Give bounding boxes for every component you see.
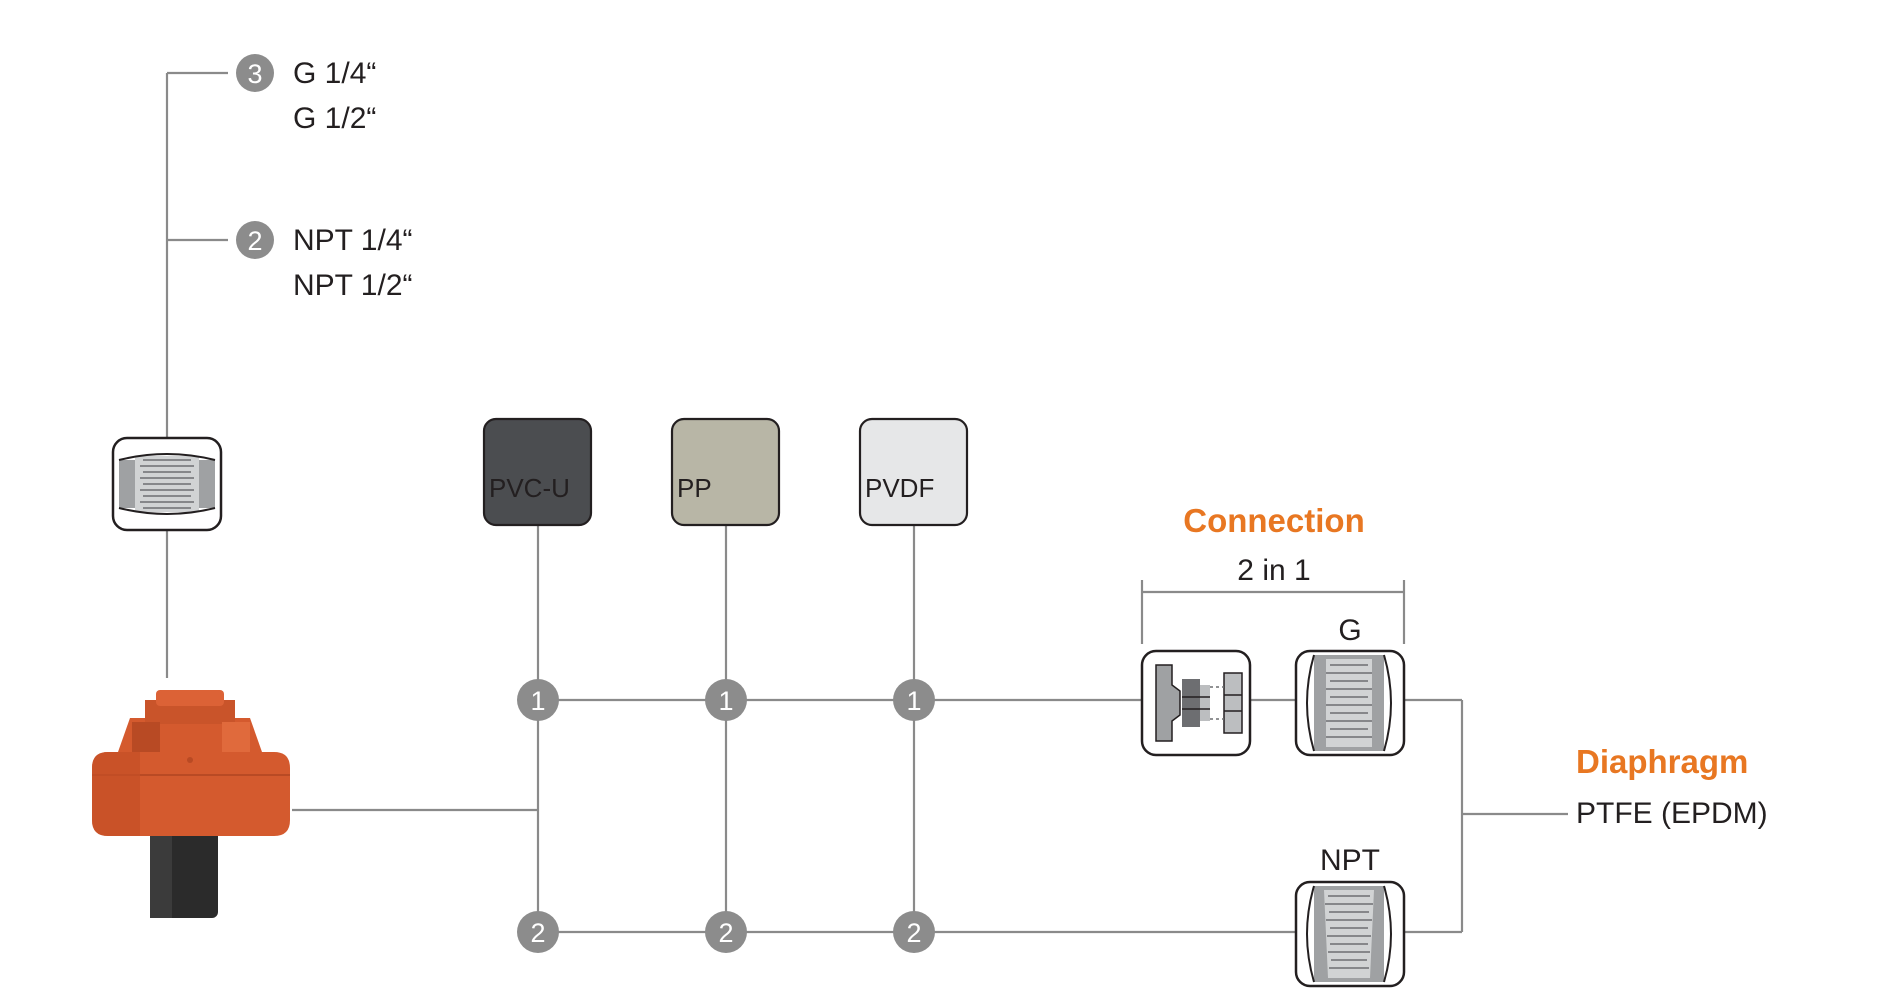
row1-badge-circle	[893, 679, 935, 721]
material-swatch	[670, 417, 781, 527]
pressure-sensor-icon	[92, 690, 290, 918]
diaphragm-title: Diaphragm	[1576, 743, 1748, 780]
diaphragm-value: PTFE (EPDM)	[1576, 797, 1768, 830]
grid-badges: 1 1 1 2 2 2	[517, 679, 935, 953]
option-label-npt-half: NPT 1/2“	[293, 269, 413, 302]
connection-title: Connection	[1183, 502, 1364, 539]
connector-lines	[165, 71, 1568, 934]
option-badge-circle	[236, 221, 274, 259]
material-swatch	[482, 417, 593, 527]
row2-badge-circle	[517, 911, 559, 953]
option-npt-thread: 2 NPT 1/4“ NPT 1/2“	[236, 221, 413, 302]
material-label: PP	[677, 473, 712, 503]
npt-label: NPT	[1320, 844, 1380, 877]
option-badge: 3	[247, 59, 262, 89]
row1-badge: 1	[530, 686, 545, 716]
option-label-npt-quarter: NPT 1/4“	[293, 224, 413, 257]
material-pvc-u: PVC-U	[482, 417, 593, 527]
row2-badge-circle	[705, 911, 747, 953]
row1-badge: 1	[906, 686, 921, 716]
option-badge-circle	[236, 54, 274, 92]
g-label: G	[1338, 614, 1361, 647]
option-badge: 2	[247, 226, 262, 256]
row2-badge-circle	[893, 911, 935, 953]
row1-badge-circle	[517, 679, 559, 721]
material-label: PVC-U	[489, 473, 570, 503]
row2-badge: 2	[718, 918, 733, 948]
adapter-icon	[1140, 649, 1252, 757]
row1-badge: 1	[718, 686, 733, 716]
material-pvdf: PVDF	[858, 417, 969, 527]
material-label: PVDF	[865, 473, 934, 503]
material-swatch	[858, 417, 969, 527]
threaded-insert-icon	[111, 436, 223, 532]
g-thread-icon	[1294, 649, 1406, 757]
row1-badge-circle	[705, 679, 747, 721]
option-g-thread: 3 G 1/4“ G 1/2“	[236, 54, 376, 135]
row2-badge: 2	[530, 918, 545, 948]
connection-subtitle: 2 in 1	[1237, 554, 1310, 587]
row2-badge: 2	[906, 918, 921, 948]
option-label-g-half: G 1/2“	[293, 102, 376, 135]
npt-thread-icon	[1294, 880, 1406, 988]
option-label-g-quarter: G 1/4“	[293, 57, 376, 90]
material-pp: PP	[670, 417, 781, 527]
